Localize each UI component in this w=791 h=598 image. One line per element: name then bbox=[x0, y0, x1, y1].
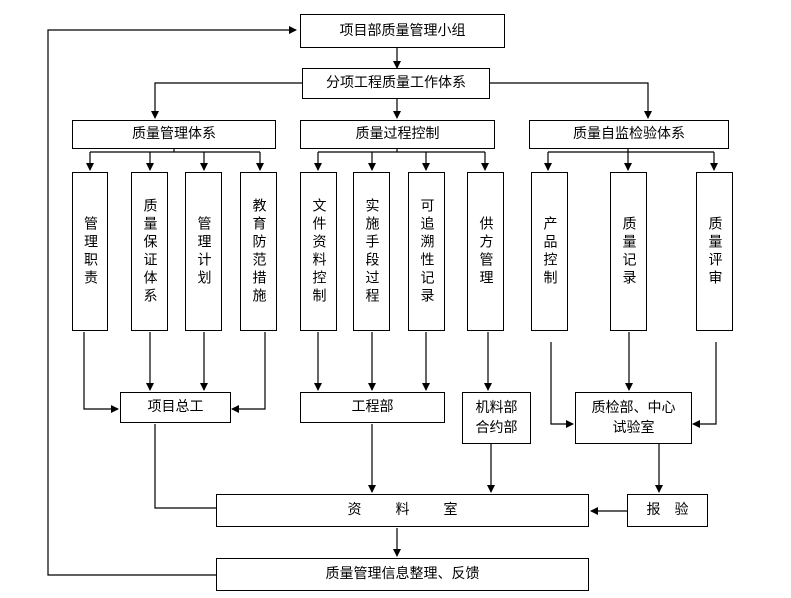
branch-self-inspection: 质量自监检验体系 bbox=[529, 120, 729, 149]
leaf-m4-label: 供方管理 bbox=[477, 215, 494, 288]
dept-material-contract: 机料部 合约部 bbox=[462, 392, 531, 444]
leaf-l4-label: 教育防范措施 bbox=[250, 197, 267, 306]
archive-room: 资料室 bbox=[216, 494, 589, 527]
branch-left-label: 质量管理体系 bbox=[132, 126, 216, 143]
report-inspection-label: 报验 bbox=[646, 502, 703, 519]
info-feedback: 质量管理信息整理、反馈 bbox=[216, 558, 589, 591]
leaf-m3-label: 可追溯性记录 bbox=[418, 197, 435, 306]
leaf-quality-review: 质量评审 bbox=[696, 172, 733, 331]
leaf-r1-label: 产品控制 bbox=[541, 215, 558, 288]
leaf-document-control: 文件资料控制 bbox=[300, 172, 337, 331]
leaf-management-duty: 管理职责 bbox=[72, 172, 108, 331]
dept-engineering: 工程部 bbox=[300, 392, 445, 423]
leaf-supplier-management: 供方管理 bbox=[467, 172, 504, 331]
branch-quality-management: 质量管理体系 bbox=[72, 120, 276, 149]
dept-engineering-label: 工程部 bbox=[351, 399, 394, 416]
leaf-l1-label: 管理职责 bbox=[82, 215, 98, 288]
branch-right-label: 质量自监检验体系 bbox=[573, 126, 685, 143]
info-feedback-label: 质量管理信息整理、反馈 bbox=[325, 566, 480, 583]
quality-work-system: 分项工程质量工作体系 bbox=[302, 68, 490, 99]
leaf-education-measures: 教育防范措施 bbox=[240, 172, 277, 331]
leaf-traceability: 可追溯性记录 bbox=[408, 172, 445, 331]
dept-material-line2: 合约部 bbox=[475, 420, 518, 436]
archive-room-label: 资料室 bbox=[347, 502, 492, 519]
branch-process-control: 质量过程控制 bbox=[300, 120, 495, 149]
leaf-m2-label: 实施手段过程 bbox=[363, 197, 380, 306]
top-quality-group-label: 项目部质量管理小组 bbox=[339, 22, 466, 39]
dept-chief-engineer-label: 项目总工 bbox=[147, 399, 204, 416]
dept-lab-line2: 试验室 bbox=[612, 420, 655, 436]
leaf-implementation: 实施手段过程 bbox=[353, 172, 390, 331]
leaf-quality-records: 质量记录 bbox=[610, 172, 647, 331]
leaf-management-plan: 管理计划 bbox=[185, 172, 222, 331]
leaf-quality-assurance: 质量保证体系 bbox=[131, 172, 168, 331]
dept-chief-engineer: 项目总工 bbox=[120, 392, 231, 423]
leaf-r3-label: 质量评审 bbox=[706, 215, 723, 288]
leaf-product-control: 产品控制 bbox=[531, 172, 568, 331]
top-quality-group: 项目部质量管理小组 bbox=[300, 14, 505, 48]
leaf-l2-label: 质量保证体系 bbox=[141, 197, 158, 306]
dept-quality-lab: 质检部、中心 试验室 bbox=[575, 392, 692, 444]
leaf-r2-label: 质量记录 bbox=[620, 215, 637, 288]
dept-lab-line1: 质检部、中心 bbox=[591, 399, 676, 416]
leaf-m1-label: 文件资料控制 bbox=[310, 197, 327, 306]
quality-work-system-label: 分项工程质量工作体系 bbox=[326, 75, 466, 92]
branch-middle-label: 质量过程控制 bbox=[355, 126, 440, 143]
dept-material-line1: 机料部 bbox=[475, 399, 518, 416]
leaf-l3-label: 管理计划 bbox=[195, 215, 212, 288]
report-inspection: 报验 bbox=[627, 494, 708, 527]
